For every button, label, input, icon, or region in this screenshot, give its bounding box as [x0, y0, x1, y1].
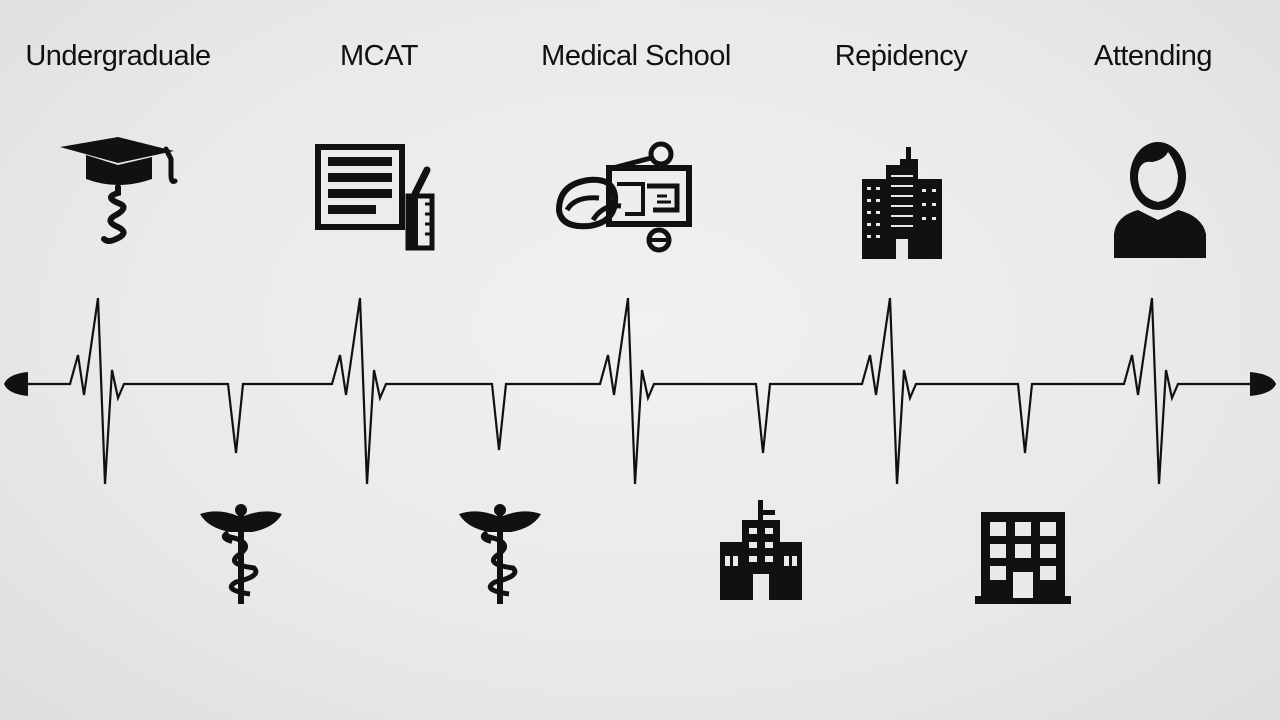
ecg-trace	[20, 297, 1260, 485]
graduation-cap-icon	[58, 135, 178, 255]
stage-label-medical-school: Medical School	[541, 40, 731, 72]
stage-label-mcat: MCAT	[339, 40, 419, 72]
office-building-icon	[975, 508, 1071, 606]
timeline-left-arrow-icon	[4, 372, 28, 396]
timeline-right-arrow-icon	[1250, 372, 1276, 396]
medical-school-icon	[553, 140, 698, 256]
hospital-building-icon	[858, 145, 948, 263]
exam-document-icon	[313, 142, 438, 254]
physician-person-icon	[1108, 138, 1212, 262]
stage-label-residency: Reṗidency	[834, 40, 968, 72]
caduceus-icon	[198, 502, 284, 606]
stage-label-attending: Attending	[1093, 40, 1213, 72]
caduceus-icon	[457, 502, 543, 606]
hospital-building-icon	[718, 498, 804, 602]
stage-label-undergraduate: Undergraduale	[25, 40, 211, 72]
